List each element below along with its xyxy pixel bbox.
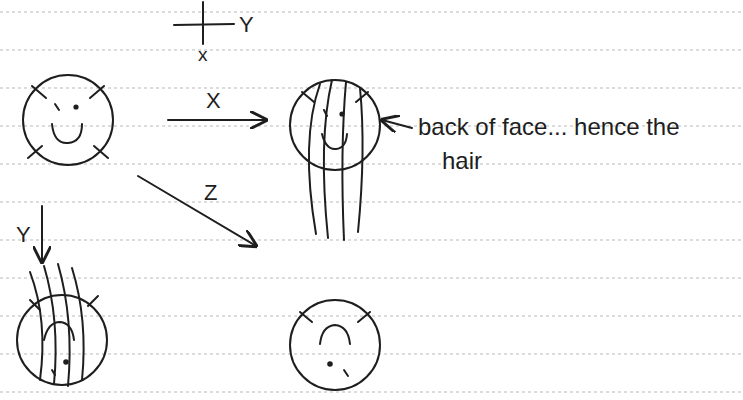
face-flipped-y bbox=[17, 264, 107, 386]
note-text: back of face... hence the hair bbox=[418, 110, 682, 178]
rotate-arrow-z bbox=[138, 176, 256, 246]
rotation-label: Z bbox=[204, 180, 217, 206]
rotate-arrow-y bbox=[41, 206, 43, 262]
rotation-label: Y bbox=[16, 222, 31, 248]
axis-label: Y bbox=[239, 12, 254, 38]
face-back bbox=[290, 80, 380, 240]
axes-cross bbox=[174, 2, 234, 44]
rotate-arrow-x bbox=[168, 119, 266, 121]
axis-label: x bbox=[198, 44, 208, 66]
face-flipped-z bbox=[290, 300, 380, 390]
rotation-label: X bbox=[206, 88, 221, 114]
paper-lines bbox=[0, 12, 743, 392]
note-arrow bbox=[382, 120, 412, 128]
face-front bbox=[23, 75, 113, 165]
